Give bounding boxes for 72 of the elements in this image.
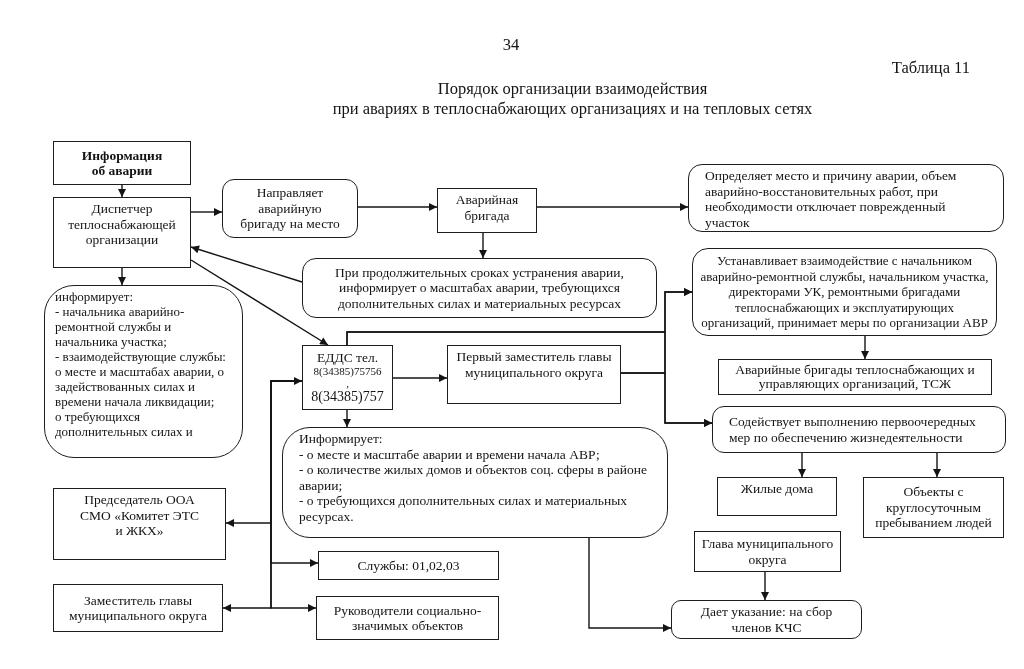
box-text: о требующихся дополнительных силах и bbox=[55, 409, 194, 439]
process-box bbox=[53, 584, 223, 632]
arrow bbox=[536, 203, 689, 211]
arrow bbox=[933, 452, 941, 478]
process-box bbox=[437, 188, 537, 233]
process-box bbox=[53, 488, 226, 560]
arrow bbox=[588, 537, 672, 632]
rounded-box bbox=[712, 406, 1006, 453]
rounded-box bbox=[222, 179, 358, 238]
process-box bbox=[318, 551, 499, 580]
process-box bbox=[316, 596, 499, 640]
arrow bbox=[190, 245, 303, 283]
box-text: Направляет аварийную бригаду на место bbox=[239, 185, 341, 232]
box-text: Глава муниципального округа bbox=[700, 536, 835, 567]
box-text: - о требующихся дополнительных силах и материальных ресурсах. bbox=[299, 493, 629, 524]
process-box bbox=[53, 197, 191, 268]
diagram-title: Порядок организации взаимодействия при авариях в теплоснабжающих организациях и на тепловых сетях bbox=[331, 79, 814, 119]
arrow bbox=[118, 184, 126, 198]
arrow bbox=[190, 259, 329, 346]
arrow bbox=[190, 208, 223, 216]
table-number: Таблица 11 bbox=[890, 58, 970, 77]
box-text: информирует: bbox=[55, 289, 135, 304]
box-text: , bbox=[345, 377, 350, 389]
rounded-box bbox=[671, 600, 862, 639]
process-box bbox=[863, 477, 1004, 538]
box-text: Аварийные бригады теплоснабжающих и управляющих организаций, ТСЖ bbox=[734, 362, 976, 392]
rounded-box bbox=[44, 285, 243, 458]
page-number: 34 bbox=[501, 35, 521, 54]
rounded-box bbox=[282, 427, 668, 538]
box-text: - взаимодействующие службы: о месте и масштабах аварии, о задействованных силах и времени начала ликвидации; bbox=[55, 349, 227, 409]
arrow bbox=[270, 377, 319, 567]
rounded-box bbox=[302, 258, 657, 318]
box-text: Объекты с круглосуточным пребыванием людей bbox=[874, 484, 993, 531]
process-box bbox=[717, 477, 837, 516]
process-box bbox=[694, 531, 841, 572]
arrow bbox=[798, 452, 806, 478]
box-text: Устанавливает взаимодействие с начальником аварийно-ремонтной службы, начальником участка, директорами УК, ремонтными бригадами теплоснабжающих и эксплуатирующих организаций, принимает меры по организации АВР bbox=[699, 253, 990, 331]
box-text: - о месте и масштабе аварии и времени начала АВР; bbox=[299, 446, 601, 462]
arrow bbox=[343, 409, 351, 428]
arrow bbox=[118, 267, 126, 286]
box-text: 8(34385)75756 bbox=[312, 365, 383, 377]
box-text: Жилые дома bbox=[739, 481, 815, 497]
rounded-box bbox=[688, 164, 1004, 232]
box-text: Заместитель главы муниципального округа bbox=[68, 592, 208, 624]
box-text: Диспетчер теплоснабжающей организации bbox=[67, 201, 177, 248]
box-text: Информирует: bbox=[299, 431, 384, 447]
arrow bbox=[620, 372, 713, 427]
arrow bbox=[357, 203, 438, 211]
process-box bbox=[447, 345, 621, 404]
arrow bbox=[761, 571, 769, 601]
box-text: При продолжительных сроках устранения аварии, информирует о масштабах аварии, требующихся дополнительных силах и материальных ресурсах bbox=[334, 264, 625, 312]
box-text: Аварийная бригада bbox=[454, 192, 520, 223]
box-text: Службы: 01,02,03 bbox=[356, 557, 461, 574]
box-text: - начальника аварийно-ремонтной службы и начальника участка; bbox=[55, 304, 186, 349]
box-text: 8(34385)757 bbox=[310, 389, 385, 405]
process-box bbox=[302, 345, 393, 410]
rounded-box bbox=[692, 248, 997, 336]
box-text: Дает указание: на сбор членов КЧС bbox=[699, 604, 834, 635]
box-text: Определяет место и причину аварии, объем аварийно-восстановительных работ, при необходимости отключает поврежденный участок bbox=[705, 168, 958, 230]
box-text: Председатель ООА СМО «Комитет ЭТС и ЖКХ» bbox=[79, 492, 200, 539]
arrow bbox=[479, 232, 487, 259]
arrow bbox=[861, 335, 869, 360]
process-box bbox=[718, 359, 992, 395]
box-text: Информация об аварии bbox=[80, 147, 164, 179]
box-text: Руководители социально-значимых объектов bbox=[332, 602, 483, 634]
box-text: Первый заместитель главы муниципального округа bbox=[455, 349, 613, 380]
arrow bbox=[392, 374, 448, 382]
box-text: Содействует выполнению первоочередных мер по обеспечению жизнедеятельности bbox=[729, 414, 977, 445]
process-box bbox=[53, 141, 191, 185]
box-text: ЕДДС тел. bbox=[315, 350, 379, 365]
arrow bbox=[270, 380, 317, 612]
box-text: - о количестве жилых домов и объектов соц. сферы в районе аварии; bbox=[299, 462, 648, 493]
